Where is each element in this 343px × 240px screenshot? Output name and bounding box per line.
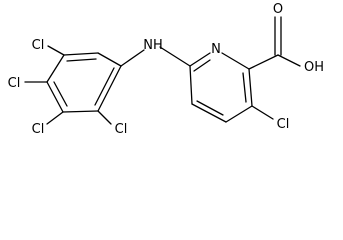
bond xyxy=(248,54,279,70)
bond xyxy=(248,68,253,107)
atom-label-cl-meta: Cl xyxy=(32,122,45,137)
bond xyxy=(225,105,253,123)
trichlorophenyl-ring xyxy=(46,52,122,113)
atom-label-cl-pyridine: Cl xyxy=(277,117,290,132)
bond xyxy=(94,67,115,106)
bond xyxy=(196,100,224,116)
atom-label-o-carbonyl: O xyxy=(273,2,283,17)
bond xyxy=(191,103,227,123)
bond xyxy=(62,110,99,113)
bond xyxy=(47,45,65,56)
structure-diagram: Cl Cl Cl Cl NH N O OH Cl xyxy=(8,2,324,137)
bond xyxy=(189,65,193,105)
bond xyxy=(242,72,247,103)
bond xyxy=(97,52,122,67)
molecule-structure: Cl Cl Cl Cl NH N O OH Cl xyxy=(8,2,324,137)
bond xyxy=(46,111,64,125)
atom-label-nh: NH xyxy=(143,38,163,53)
bond xyxy=(221,52,250,70)
bond xyxy=(46,54,65,83)
atom-label-cl-meta-upper: Cl xyxy=(32,38,45,53)
bond xyxy=(53,81,68,107)
bond xyxy=(193,59,211,72)
bond xyxy=(159,46,191,67)
bond xyxy=(251,105,274,120)
bond xyxy=(120,49,145,67)
bond xyxy=(97,110,112,125)
bond xyxy=(66,58,97,62)
atom-label-cl-ortho: Cl xyxy=(115,122,128,137)
bond xyxy=(189,52,211,67)
bond xyxy=(46,81,64,113)
atom-label-cl-para: Cl xyxy=(8,76,21,91)
bond xyxy=(63,52,99,56)
pyridine-ring xyxy=(189,52,253,123)
bond xyxy=(97,65,122,112)
atom-label-n-ring: N xyxy=(211,42,221,57)
carboxylic-acid-group xyxy=(248,16,301,70)
atom-label-oh: OH xyxy=(304,60,324,75)
bond xyxy=(277,54,301,67)
